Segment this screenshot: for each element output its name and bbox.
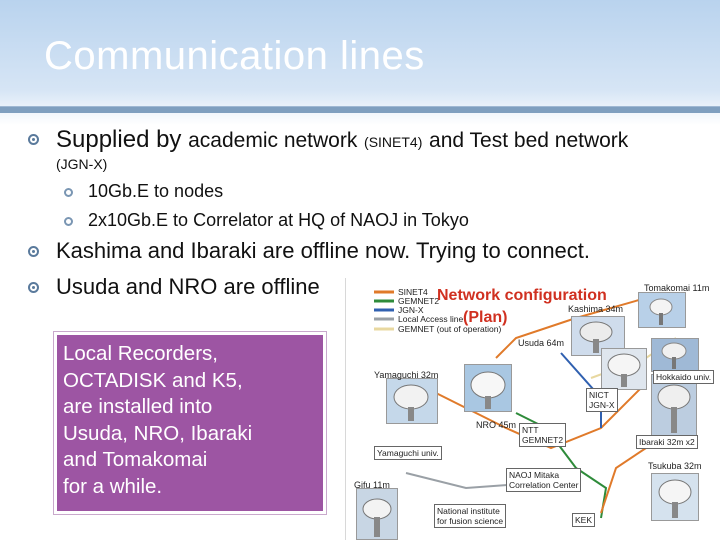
legend-jgnx: JGN-X <box>398 305 424 315</box>
bullet-text: Supplied by <box>56 126 182 153</box>
callout-line: Local Recorders, <box>63 342 218 365</box>
label-nifs: National institute for fusion science <box>434 504 507 528</box>
callout-line: are installed into <box>63 395 213 418</box>
bullet-communication-supply: Supplied by academic network (SINET4) an… <box>56 126 628 154</box>
network-configuration-diagram: SINET4 GEMNET2 JGN-X Local Access line G… <box>345 278 716 540</box>
tsukuba-photo <box>651 473 699 521</box>
label-nro: NRO 45m <box>476 420 517 430</box>
nict-line: NICT <box>589 390 609 400</box>
label-ibaraki: Ibaraki 32m x2 <box>636 435 698 449</box>
bullet-icon <box>28 282 39 293</box>
network-plan-label: (Plan) <box>463 309 508 326</box>
sub-bullet-nodes: 10Gb.E to nodes <box>88 181 224 201</box>
bullet-icon <box>28 246 39 257</box>
correlation-line: Correlation Center <box>509 480 579 490</box>
bullet-usuda-offline: Usuda and NRO are offline <box>56 274 320 299</box>
callout-line: and Tomakomai <box>63 448 208 471</box>
nifs-line2: for fusion science <box>437 516 504 526</box>
legend-local-access: Local Access line <box>398 314 464 324</box>
tomakomai-photo <box>638 292 686 328</box>
callout-line: OCTADISK and K5, <box>63 368 243 392</box>
network-title: Network configuration <box>437 287 607 304</box>
usuda-photo <box>601 348 647 390</box>
nro-photo <box>464 364 512 412</box>
bullet-kashima-offline: Kashima and Ibaraki are offline now. Try… <box>56 238 591 263</box>
nifs-line1: National institute <box>437 506 500 516</box>
callout-line: for a while. <box>63 474 163 498</box>
bullet-text: and Test bed network <box>429 129 629 152</box>
label-yamaguchi: Yamaguchi 32m <box>374 370 439 380</box>
ibaraki-photo <box>651 374 697 436</box>
label-naoj: NAOJ Mitaka Correlation Center <box>506 468 582 492</box>
label-ntt: NTT GEMNET2 <box>519 423 567 447</box>
legend-sinet4: SINET4 <box>398 287 428 297</box>
label-kashima: Kashima 34m <box>568 304 624 314</box>
ntt-line: NTT <box>522 425 539 435</box>
bullet-continuation: (JGN-X) <box>56 156 108 172</box>
legend-gemnet-old: GEMNET (out of operation) <box>398 324 502 334</box>
legend-gemnet2: GEMNET2 <box>398 296 440 306</box>
callout-line: Usuda, NRO, Ibaraki <box>63 421 253 445</box>
yamaguchi-photo <box>386 378 438 424</box>
gifu-photo <box>356 488 398 540</box>
sub-bullet-icon <box>64 188 73 197</box>
label-kek: KEK <box>572 513 596 527</box>
jgnx-line: JGN-X <box>589 400 615 410</box>
kashima-photo <box>571 316 625 356</box>
label-hokkaido: Hokkaido univ. <box>653 370 715 384</box>
label-usuda: Usuda 64m <box>518 338 565 348</box>
hokkaido-photo <box>651 338 699 372</box>
sub-bullet-icon <box>64 217 73 226</box>
title-divider <box>0 106 720 113</box>
label-gifu: Gifu 11m <box>354 480 390 490</box>
label-nict: NICT JGN-X <box>586 388 618 412</box>
bullet-icon <box>28 134 39 145</box>
slide-title: Communication lines <box>44 34 425 78</box>
naoj-line: NAOJ Mitaka <box>509 470 560 480</box>
label-tsukuba: Tsukuba 32m <box>648 461 702 471</box>
bullet-text: (SINET4) <box>364 134 423 150</box>
local-recorders-callout: Local Recorders, OCTADISK and K5, are in… <box>54 332 326 514</box>
label-tomakomai: Tomakomai 11m <box>644 283 710 293</box>
label-yamaguchi-univ: Yamaguchi univ. <box>374 446 442 460</box>
sub-bullet-correlator: 2x10Gb.E to Correlator at HQ of NAOJ in … <box>88 210 469 230</box>
gemnet2-line: GEMNET2 <box>522 435 564 445</box>
bullet-text: academic network <box>188 129 358 152</box>
